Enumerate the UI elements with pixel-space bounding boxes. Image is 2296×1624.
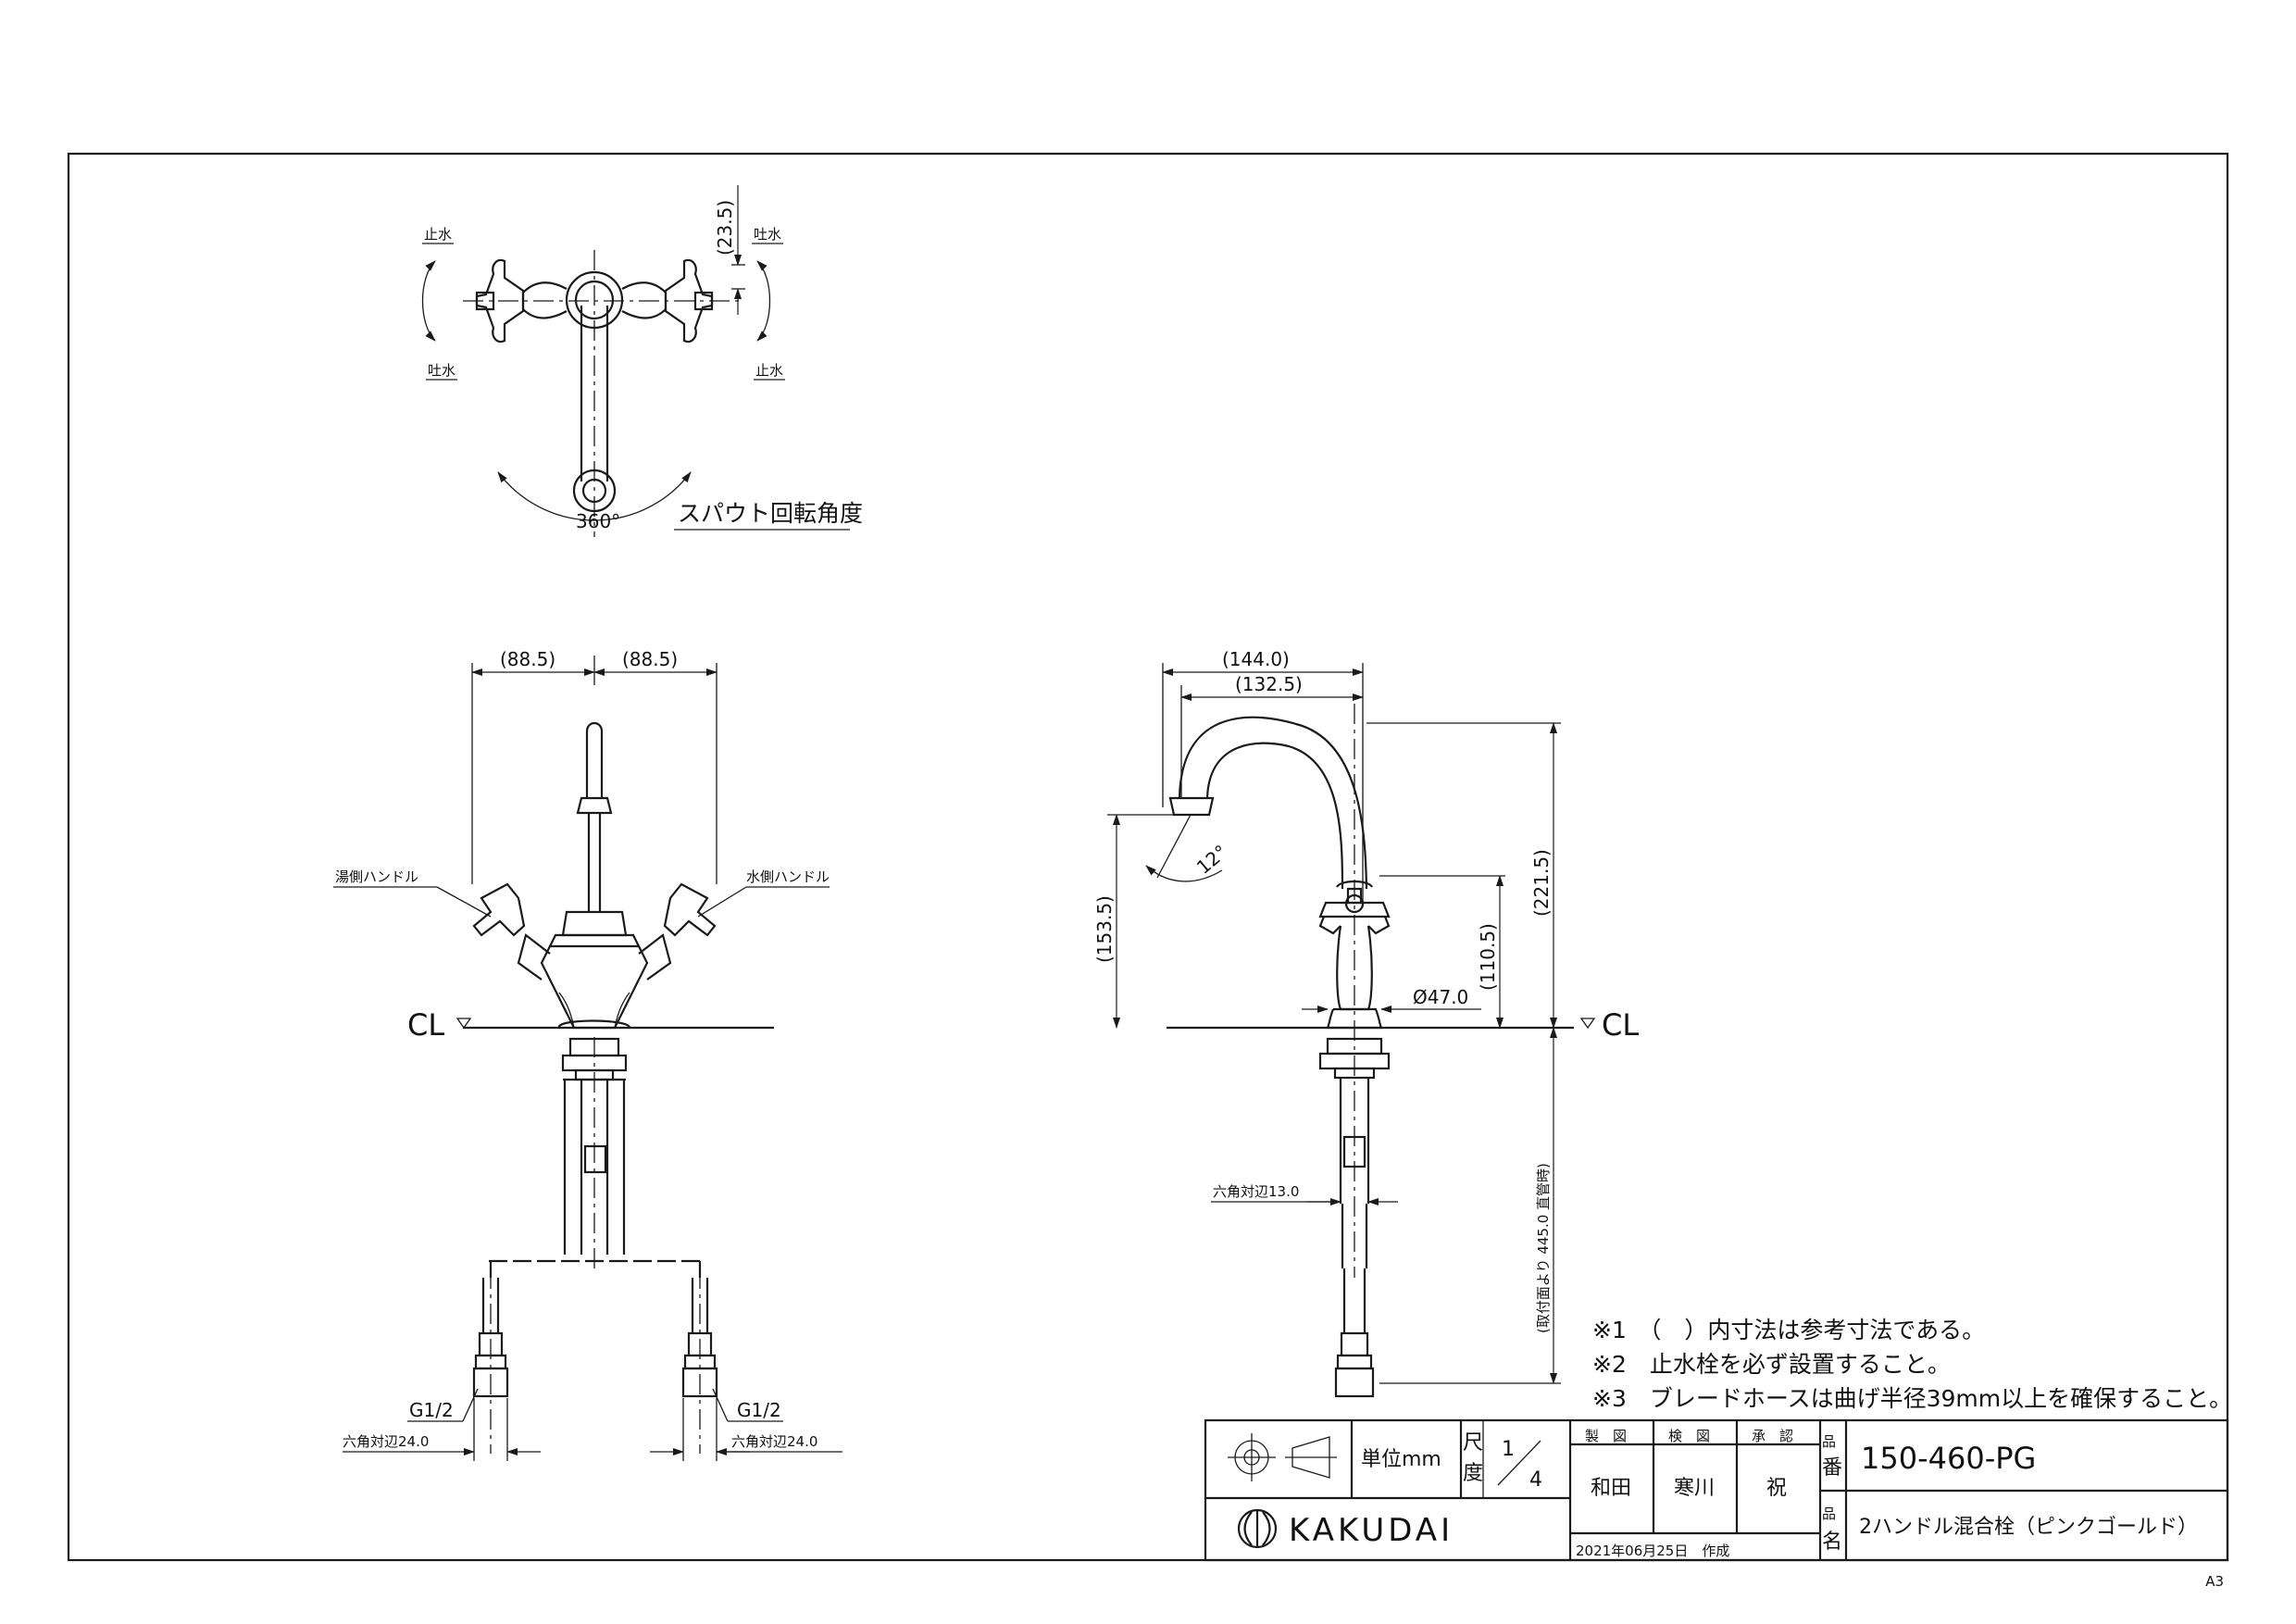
name-label-1: 品: [1822, 1505, 1836, 1522]
scale-denominator: 4: [1529, 1468, 1542, 1492]
base-diameter: Ø47.0: [1413, 986, 1468, 1008]
side-dim-spout-height: (153.5): [1093, 895, 1116, 963]
checked-by: 寒川: [1674, 1477, 1715, 1500]
hex-pipe: 六角対辺13.0: [1213, 1183, 1299, 1200]
side-dim-reach-outer: (144.0): [1222, 648, 1290, 670]
number-label-2: 番: [1822, 1456, 1842, 1480]
rotation-label: スパウト回転角度: [678, 500, 863, 527]
front-view: (88.5) (88.5) 湯側ハンドル 水側ハンドル CL: [333, 648, 842, 1461]
stop-label-right: 止水: [755, 362, 783, 379]
hex-left: 六角対辺24.0: [343, 1433, 429, 1450]
drawing-date: 2021年06月25日 作成: [1576, 1543, 1729, 1559]
thread-right: G1/2: [737, 1399, 781, 1421]
scale-numerator: 1: [1502, 1438, 1515, 1461]
thread-left: G1/2: [409, 1399, 454, 1421]
brand-name: KAKUDAI: [1289, 1512, 1454, 1549]
approved-by: 祝: [1766, 1477, 1787, 1500]
stop-label-left: 止水: [424, 226, 452, 243]
drawn-by: 和田: [1591, 1477, 1631, 1500]
discharge-label-right: 吐水: [754, 226, 781, 243]
front-dim-right: (88.5): [622, 648, 678, 670]
sheet-border: [67, 152, 2229, 1562]
hex-right: 六角対辺24.0: [731, 1433, 817, 1450]
spout-angle: 12°: [1192, 841, 1232, 879]
note-1: ※1 （ ）内寸法は参考寸法である。: [1592, 1317, 1985, 1343]
part-number: 150-460-PG: [1861, 1441, 2036, 1476]
name-label-2: 名: [1822, 1530, 1842, 1554]
projection-symbol-icon: [1228, 1433, 1337, 1481]
kakudai-logo-icon: [1237, 1508, 1278, 1549]
unit-label: 単位mm: [1361, 1448, 1441, 1471]
front-cl-label: CL: [407, 1007, 444, 1043]
hot-handle-label: 湯側ハンドル: [335, 868, 418, 885]
scale-label-2: 度: [1463, 1462, 1483, 1485]
scale-label-1: 尺: [1463, 1431, 1483, 1455]
number-label-1: 品: [1822, 1433, 1836, 1450]
side-dim-handle-height: (110.5): [1477, 923, 1499, 991]
sheet-size: A3: [2205, 1573, 2224, 1590]
checked-header: 検 図: [1668, 1428, 1710, 1444]
side-dim-below: (取付面より 445.0 直管時): [1535, 1163, 1552, 1333]
side-dim-reach-inner: (132.5): [1235, 673, 1303, 695]
note-3: ※3 ブレードホースは曲げ半径39mm以上を確保すること。: [1592, 1385, 2232, 1412]
cold-handle-label: 水側ハンドル: [746, 868, 830, 885]
drawn-header: 製 図: [1585, 1428, 1627, 1444]
side-cl-label: CL: [1602, 1007, 1639, 1043]
approved-header: 承 認: [1752, 1428, 1793, 1444]
discharge-label-left: 吐水: [428, 362, 455, 379]
rotation-angle: 360°: [576, 510, 620, 532]
top-dim-height: (23.5): [714, 200, 736, 256]
title-block: 単位mm 尺 度 1 4 製 図 検 図 承 認 和田 寒川 祝 品 番 150…: [1204, 1418, 2229, 1562]
notes: ※1 （ ）内寸法は参考寸法である。 ※2 止水栓を必ず設置すること。 ※3 ブ…: [1592, 1317, 2232, 1412]
note-2: ※2 止水栓を必ず設置すること。: [1592, 1351, 1951, 1378]
part-name: 2ハンドル混合栓（ピンクゴールド）: [1859, 1516, 2198, 1539]
top-view: 360° スパウト回転角度 止水 吐水 吐水 止水 (23.5): [421, 185, 863, 537]
front-dim-left: (88.5): [500, 648, 555, 670]
side-view: (144.0) (132.5) 12° (153.5) (110.5) (221…: [1093, 648, 1639, 1398]
side-dim-total-height: (221.5): [1530, 849, 1553, 917]
